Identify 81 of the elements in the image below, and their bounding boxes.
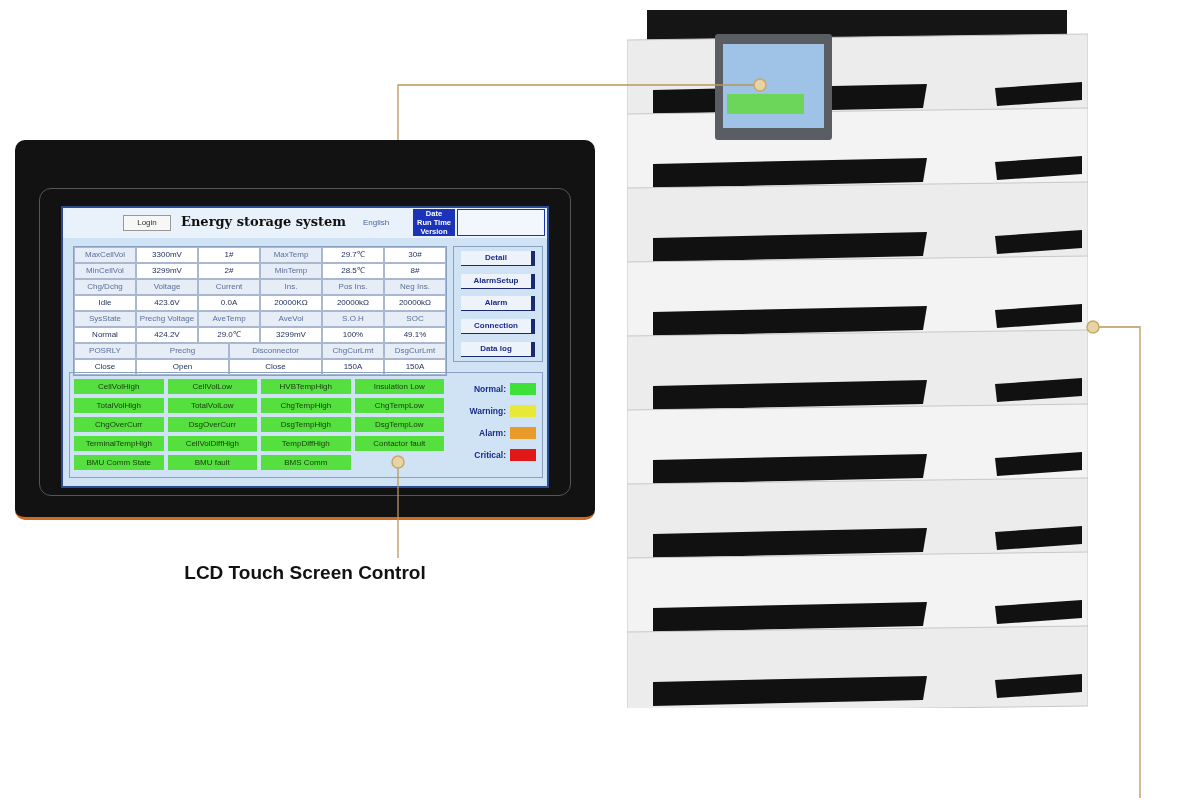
- table-cell: Chg/Dchg: [74, 279, 136, 295]
- caption-text: LCD Touch Screen Control: [183, 561, 427, 585]
- alarm-indicator: BMS Comm: [261, 455, 351, 470]
- leader-line: [391, 455, 405, 559]
- login-button: Login: [123, 215, 171, 231]
- table-cell: 100%: [322, 327, 384, 343]
- table-cell: MinCellVol: [74, 263, 136, 279]
- alarm-indicator: ChgOverCurr: [74, 417, 164, 432]
- screen-button: Detail: [461, 250, 535, 266]
- alarm-indicator: TempDiffHigh: [261, 436, 351, 451]
- table-cell: POSRLY: [74, 343, 136, 359]
- table-cell: 28.5℃: [322, 263, 384, 279]
- alarm-indicator: CellVolLow: [167, 379, 257, 394]
- table-cell: 150A: [322, 359, 384, 375]
- language-link: English: [363, 218, 390, 227]
- alarm-indicator: HVBTempHigh: [261, 379, 351, 394]
- alarm-indicator: ChgTempLow: [354, 398, 444, 413]
- table-cell: 3300mV: [136, 247, 198, 263]
- table-cell: AveVol: [260, 311, 322, 327]
- table-cell: 3299mV: [136, 263, 198, 279]
- table-cell: SysState: [74, 311, 136, 327]
- screen-button: Connection: [461, 319, 535, 335]
- table-cell: ChgCurLmt: [322, 343, 384, 359]
- screen-button: AlarmSetup: [461, 273, 535, 289]
- table-cell: 3299mV: [260, 327, 322, 343]
- table-cell: 423.6V: [136, 295, 198, 311]
- table-cell: S.O.H: [322, 311, 384, 327]
- table-cell: 49.1%: [384, 327, 446, 343]
- legend-label: Warning:: [469, 405, 506, 416]
- screen-title: Energy storage system: [181, 214, 347, 229]
- table-cell: MaxTemp: [260, 247, 322, 263]
- table-cell: MaxCellVol: [74, 247, 136, 263]
- table-cell: Pos Ins.: [322, 279, 384, 295]
- table-cell: Open: [136, 359, 229, 375]
- table-cell: SOC: [384, 311, 446, 327]
- alarm-indicator: TotalVolLow: [167, 398, 257, 413]
- table-cell: Ins.: [260, 279, 322, 295]
- alarm-indicator: Insulation Low: [354, 379, 444, 394]
- table-cell: 8#: [384, 263, 446, 279]
- table-cell: 1#: [198, 247, 260, 263]
- alarm-indicator: Contactor fault: [354, 436, 444, 451]
- screen-button: Data log: [461, 342, 535, 358]
- table-cell: Disconnector: [229, 343, 322, 359]
- alarm-indicator: CellVolHigh: [74, 379, 164, 394]
- legend-label: Alarm:: [479, 427, 506, 438]
- leader-line: [1086, 320, 1141, 799]
- table-cell: 424.2V: [136, 327, 198, 343]
- table-cell: Normal: [74, 327, 136, 343]
- table-cell: 29.7℃: [322, 247, 384, 263]
- alarm-indicator: BMU Comm State: [74, 455, 164, 470]
- table-cell: Prechg Voltage: [136, 311, 198, 327]
- alarm-indicator: BMU fault: [167, 455, 257, 470]
- screen-button: Alarm: [461, 296, 535, 312]
- table-cell: 30#: [384, 247, 446, 263]
- table-cell: DsgCurLmt: [384, 343, 446, 359]
- alarm-indicator: DsgOverCurr: [167, 417, 257, 432]
- alarm-indicator: DsgTempHigh: [261, 417, 351, 432]
- table-cell: Prechg: [136, 343, 229, 359]
- leader-line: [397, 78, 767, 141]
- alarm-indicator: DsgTempLow: [354, 417, 444, 432]
- table-cell: Voltage: [136, 279, 198, 295]
- table-cell: Close: [74, 359, 136, 375]
- table-cell: 150A: [384, 359, 446, 375]
- table-cell: 20000kΩ: [322, 295, 384, 311]
- table-cell: 20000kΩ: [384, 295, 446, 311]
- alarm-indicator: ChgTempHigh: [261, 398, 351, 413]
- table-cell: Close: [229, 359, 322, 375]
- table-cell: Neg Ins.: [384, 279, 446, 295]
- alarm-indicator: CellVolDiffHigh: [167, 436, 257, 451]
- table-cell: AveTemp: [198, 311, 260, 327]
- legend-label: Normal:: [473, 383, 506, 394]
- table-cell: 29.0℃: [198, 327, 260, 343]
- table-cell: 0.0A: [198, 295, 260, 311]
- legend-label: Critical:: [474, 449, 506, 460]
- alarm-indicator: TerminalTempHigh: [74, 436, 164, 451]
- table-cell: Idle: [74, 295, 136, 311]
- alarm-indicator: TotalVolHigh: [74, 398, 164, 413]
- table-cell: Current: [198, 279, 260, 295]
- table-cell: 2#: [198, 263, 260, 279]
- table-cell: 20000KΩ: [260, 295, 322, 311]
- table-cell: MinTemp: [260, 263, 322, 279]
